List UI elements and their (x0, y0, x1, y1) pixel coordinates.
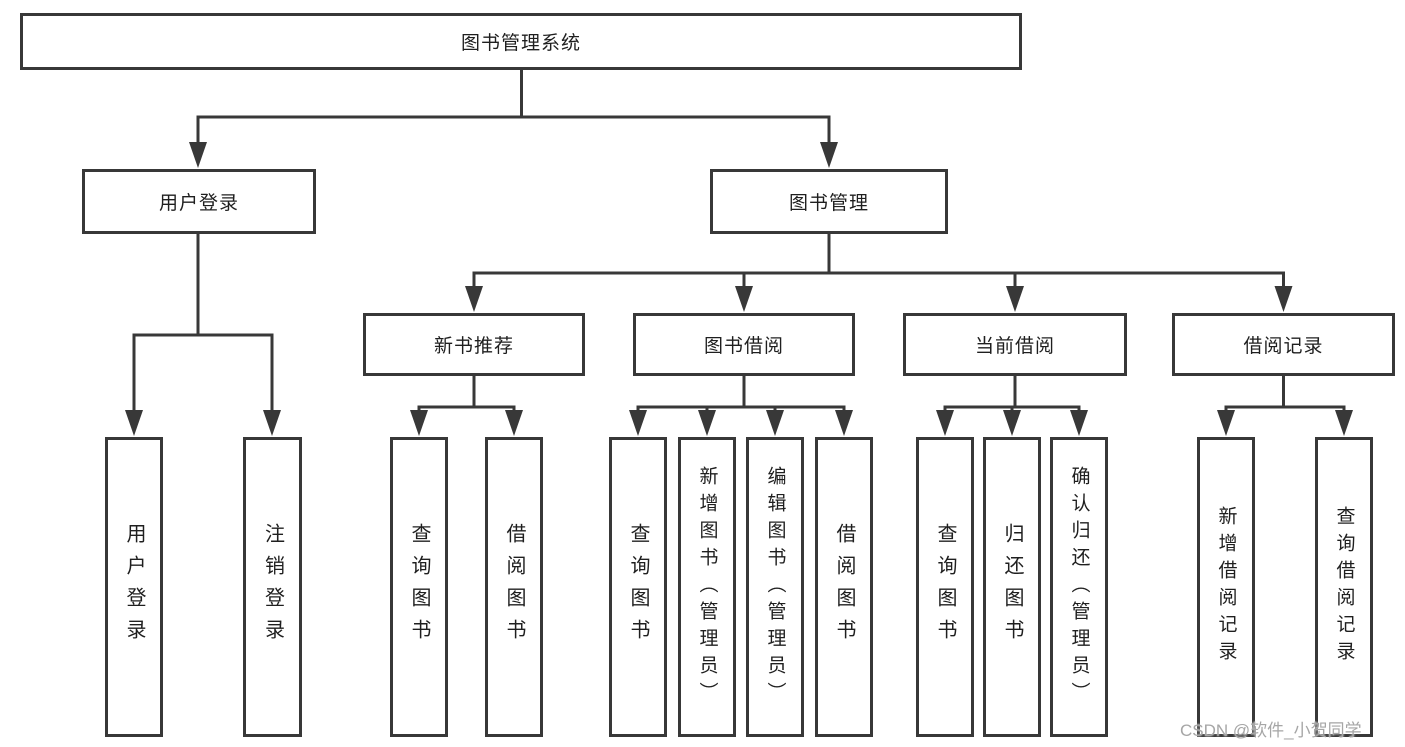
node-new-book-recommend: 新书推荐 (363, 313, 585, 376)
leaf-user-login-label: 用户登录 (123, 523, 145, 651)
node-current-borrowing-label: 当前借阅 (974, 336, 1055, 357)
leaf-add-borrow-record-label: 新增借阅记录 (1215, 506, 1237, 668)
leaf-query-book-current: 查询图书 (916, 437, 974, 737)
node-book-management-label: 图书管理 (788, 193, 869, 214)
leaf-query-borrow-record: 查询借阅记录 (1315, 437, 1373, 737)
leaf-borrow-book-borrowing: 借阅图书 (815, 437, 873, 737)
leaf-borrow-book-recommend: 借阅图书 (485, 437, 543, 737)
leaf-edit-book-admin: 编辑图书（管理员） (746, 437, 804, 737)
leaf-logout-label: 注销登录 (261, 523, 284, 651)
leaf-logout: 注销登录 (243, 437, 302, 737)
leaf-borrow-book-borrowing-label: 借阅图书 (833, 523, 855, 651)
leaf-confirm-return-admin-label: 确认归还（管理员） (1068, 465, 1090, 709)
csdn-watermark: CSDN @软件_小贺同学 (1180, 721, 1362, 740)
leaf-user-login: 用户登录 (105, 437, 163, 737)
leaf-query-book-borrowing-label: 查询图书 (627, 523, 649, 651)
leaf-edit-book-admin-label: 编辑图书（管理员） (764, 465, 786, 709)
leaf-query-book-recommend-label: 查询图书 (408, 523, 430, 651)
node-borrowing-records-label: 借阅记录 (1243, 336, 1324, 357)
leaf-borrow-book-recommend-label: 借阅图书 (503, 523, 525, 651)
node-book-management: 图书管理 (710, 169, 948, 234)
leaf-query-book-current-label: 查询图书 (934, 523, 956, 651)
node-user-login-label: 用户登录 (158, 193, 239, 214)
node-book-borrowing: 图书借阅 (633, 313, 855, 376)
leaf-add-book-admin-label: 新增图书（管理员） (696, 465, 718, 709)
leaf-return-book: 归还图书 (983, 437, 1041, 737)
node-user-login: 用户登录 (82, 169, 316, 234)
leaf-query-book-borrowing: 查询图书 (609, 437, 667, 737)
node-root: 图书管理系统 (20, 13, 1022, 70)
leaf-add-borrow-record: 新增借阅记录 (1197, 437, 1255, 737)
leaf-return-book-label: 归还图书 (1001, 523, 1023, 651)
leaf-add-book-admin: 新增图书（管理员） (678, 437, 736, 737)
node-root-label: 图书管理系统 (460, 33, 581, 54)
node-book-borrowing-label: 图书借阅 (703, 336, 784, 357)
node-new-book-recommend-label: 新书推荐 (433, 336, 514, 357)
node-current-borrowing: 当前借阅 (903, 313, 1127, 376)
node-borrowing-records: 借阅记录 (1172, 313, 1395, 376)
leaf-query-borrow-record-label: 查询借阅记录 (1333, 506, 1355, 668)
leaf-confirm-return-admin: 确认归还（管理员） (1050, 437, 1108, 737)
leaf-query-book-recommend: 查询图书 (390, 437, 448, 737)
